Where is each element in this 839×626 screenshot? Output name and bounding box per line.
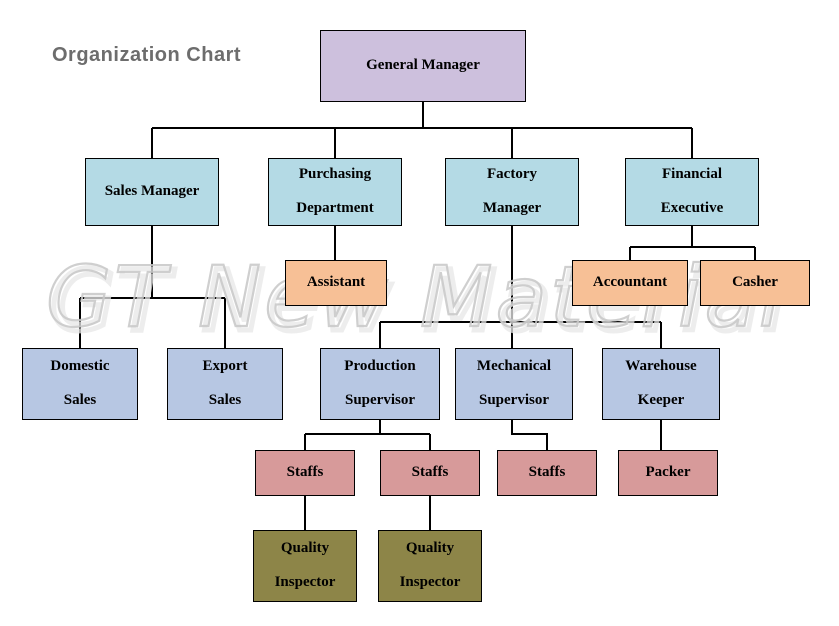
node-label-line: Quality [405,540,455,557]
node-label-line: Inspector [274,574,336,590]
node-label-line: Packer [645,464,691,481]
node-label-line: Staffs [528,464,566,481]
node-label-line: Financial [661,166,722,183]
node-label-line: Sales [63,392,97,408]
node-accountant[interactable]: Accountant [572,260,688,306]
node-general-manager[interactable]: General Manager [320,30,526,102]
node-label-line: Casher [732,274,778,291]
node-label-line: Domestic [50,358,110,375]
node-label-line: Warehouse [625,358,697,375]
edge-mechanical-staffs3 [511,420,548,450]
node-label-line: General Manager [366,57,480,74]
node-label-line: Keeper [637,392,685,408]
node-label-line: Accountant [592,274,668,291]
node-staffs-2[interactable]: Staffs [380,450,480,496]
node-label-line: Purchasing [298,166,372,183]
node-staffs-1[interactable]: Staffs [255,450,355,496]
node-label-line: Export [202,358,248,375]
node-label-line: Sales [208,392,242,408]
node-label-line: Factory [487,166,537,183]
node-label-line: Inspector [399,574,461,590]
node-label-line: Manager [482,200,542,216]
node-assistant[interactable]: Assistant [285,260,387,306]
node-sales-manager[interactable]: Sales Manager [85,158,219,226]
node-staffs-3[interactable]: Staffs [497,450,597,496]
node-label-line: Quality [280,540,330,557]
node-label-line: Staffs [411,464,449,481]
node-label-line: Staffs [286,464,324,481]
node-label-line: Mechanical [476,358,552,375]
node-casher[interactable]: Casher [700,260,810,306]
node-label-line: Supervisor [478,392,549,408]
page-title: Organization Chart [52,44,242,66]
node-label-line: Assistant [306,274,366,291]
node-label-line: Department [296,200,374,216]
node-packer[interactable]: Packer [618,450,718,496]
node-label-line: Production [344,358,416,375]
node-label-line: Sales Manager [104,183,200,200]
node-label-line: Executive [660,200,724,216]
node-label-line: Supervisor [344,392,415,408]
